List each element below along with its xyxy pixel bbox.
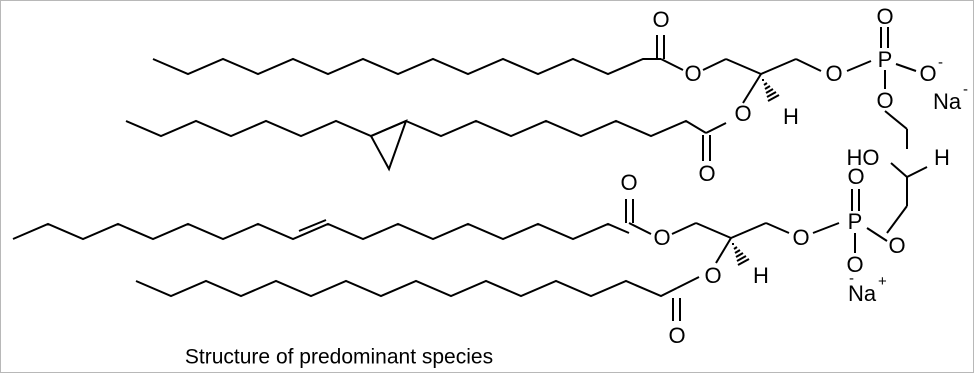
ester-bond-3b — [671, 222, 697, 235]
stereo-hash-wedge-1 — [762, 79, 780, 102]
glycerol1-bond-c — [795, 58, 822, 72]
phosphate1-minus-sign: - — [938, 54, 943, 71]
central-bond-c — [890, 162, 908, 178]
ester-bond-4a — [676, 276, 700, 289]
glycerol1-o-bond — [742, 73, 762, 104]
sodium-1-charge: - — [963, 81, 968, 98]
phosphate1-bond-a — [846, 60, 872, 72]
phosphate2-bond-o — [866, 227, 888, 242]
glycerol2-o-bond — [715, 237, 732, 264]
phosphate2-minus-sign: - — [849, 270, 854, 287]
phosphate2-bond-a — [812, 222, 840, 234]
phosphate2-double-oxygen: O — [847, 164, 864, 189]
ester-oxygen-2: O — [734, 101, 751, 126]
phosphate1-ester-oxygen: O — [825, 61, 842, 86]
phosphate1-bond-minus — [895, 63, 917, 72]
glycerol1-bond-a — [725, 58, 762, 75]
alkene-double-bond — [298, 219, 327, 232]
phosphate1-bridge-oxygen: O — [876, 88, 893, 113]
ester-oxygen-1: O — [684, 61, 701, 86]
phosphorus-2: P — [848, 209, 863, 234]
hydrogen-2: H — [753, 263, 769, 288]
hydrogen-1: H — [783, 104, 799, 129]
acyl-chain-2b — [405, 119, 707, 138]
central-bond-a — [884, 110, 908, 130]
carbonyl-oxygen-2: O — [698, 161, 715, 186]
cyclopropane-ring — [369, 119, 408, 172]
central-bond-h — [906, 166, 928, 178]
phosphorus-1: P — [878, 47, 893, 72]
ester-bond-2a — [705, 122, 727, 134]
glycerol2-bond-b — [730, 222, 767, 239]
sodium-ion-2: Na — [848, 281, 877, 306]
stereo-hash-wedge-2 — [732, 243, 750, 266]
phosphate2-anionic-oxygen: O — [846, 252, 863, 277]
glycerol1-bond-b — [760, 58, 797, 75]
ester-bond-3a — [628, 222, 652, 235]
hydroxyl-group: HO — [847, 145, 880, 170]
phosphate2-bridge-oxygen: O — [888, 233, 905, 258]
carbonyl-oxygen-1: O — [652, 7, 669, 32]
figure-caption: Structure of predominant species — [185, 346, 493, 369]
hydrogen-central: H — [934, 145, 950, 170]
ester-oxygen-4: O — [704, 263, 721, 288]
phosphate1-double-oxygen: O — [876, 4, 893, 29]
phosphate2-ester-oxygen: O — [792, 225, 809, 250]
glycerol2-bond-a — [695, 222, 732, 239]
glycerol2-bond-c — [765, 222, 790, 234]
sodium-ion-1: Na — [933, 89, 962, 114]
carbonyl-oxygen-3: O — [620, 170, 637, 195]
acyl-chain-2 — [125, 119, 407, 138]
carbonyl-oxygen-4: O — [668, 323, 685, 348]
acyl-chain-1 — [152, 57, 661, 76]
ester-bond-1a — [660, 58, 684, 71]
central-bond-e — [886, 205, 908, 234]
acyl-chain-3 — [12, 222, 630, 241]
ester-oxygen-3: O — [653, 225, 670, 250]
sodium-2-charge: + — [878, 273, 887, 290]
acyl-chain-4 — [135, 279, 678, 298]
ester-bond-1b — [702, 58, 727, 71]
phosphate1-anionic-oxygen: O — [919, 61, 936, 86]
